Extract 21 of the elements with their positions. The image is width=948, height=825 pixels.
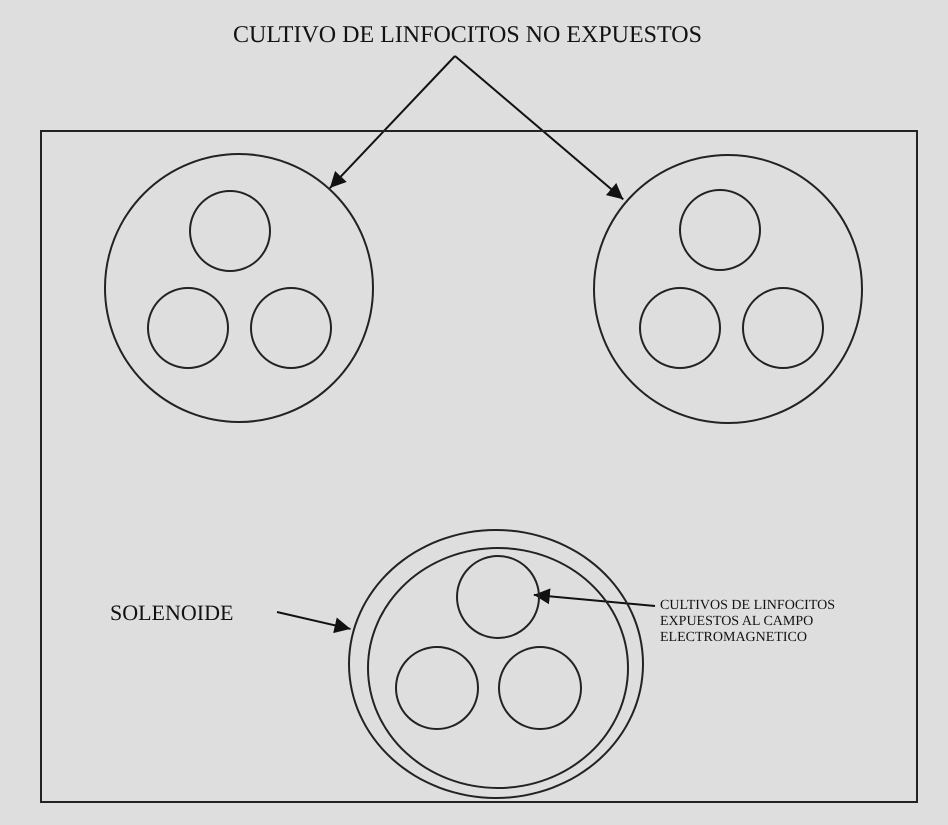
arrow <box>276 611 351 634</box>
culture-well <box>639 287 721 369</box>
arrow <box>534 588 656 607</box>
culture-well <box>250 287 332 369</box>
culture-well <box>498 646 582 730</box>
culture-well <box>395 646 479 730</box>
culture-plate <box>104 153 374 423</box>
culture-well <box>456 555 540 639</box>
solenoid-coil <box>348 529 644 799</box>
culture-plate <box>367 547 629 789</box>
callout-label: CULTIVOS DE LINFOCITOS EXPUESTOS AL CAMPO ELECTROMAGNETICO <box>660 598 910 646</box>
culture-well <box>742 287 824 369</box>
heading-label: CULTIVO DE LINFOCITOS NO EXPUESTOS <box>233 22 803 50</box>
culture-plate <box>593 154 863 424</box>
culture-well <box>189 190 271 272</box>
arrow <box>454 55 624 200</box>
culture-well <box>147 287 229 369</box>
callout-label: SOLENOIDE <box>110 600 280 626</box>
arrow <box>329 55 456 189</box>
culture-well <box>679 189 761 271</box>
frame-border <box>40 130 918 803</box>
